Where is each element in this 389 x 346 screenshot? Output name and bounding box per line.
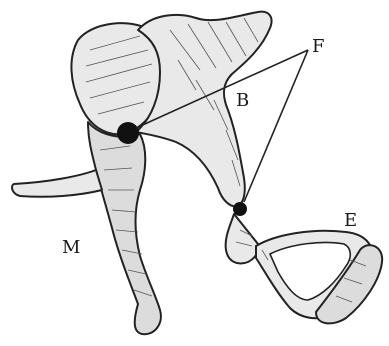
label-f: F <box>312 36 325 57</box>
incudostapedial-joint-dot <box>233 202 247 216</box>
label-m: M <box>62 237 80 258</box>
stapes <box>226 214 383 323</box>
f-leader-line-2 <box>244 50 308 202</box>
malleus <box>12 23 165 334</box>
malleus-lateral-process <box>12 170 102 197</box>
incus-body <box>136 12 272 207</box>
label-e: E <box>344 210 357 231</box>
incus <box>136 12 272 207</box>
incudomalleolar-joint-dot <box>117 122 139 144</box>
malleus-neck <box>88 122 161 334</box>
label-b: B <box>236 90 249 111</box>
stapes-head <box>226 214 259 264</box>
